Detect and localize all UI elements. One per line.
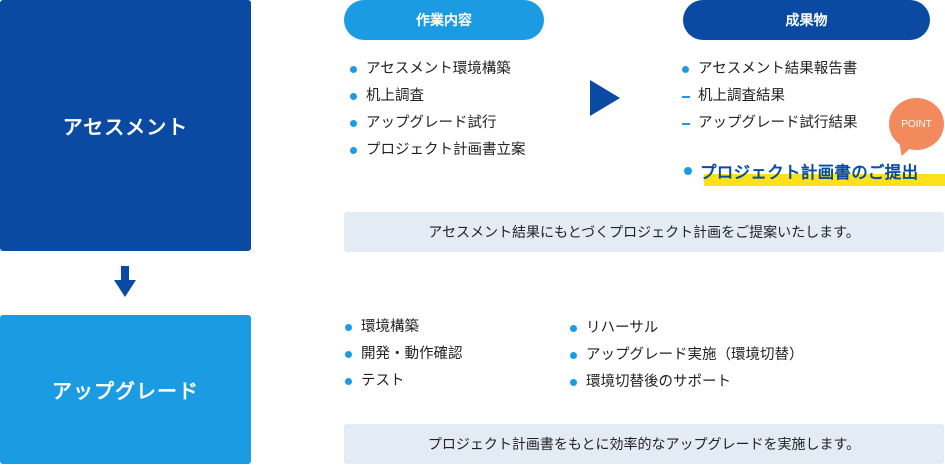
work-item: プロジェクト計画書立案 [346,137,526,164]
upgrade-item: 環境切替後のサポート [566,369,804,396]
upgrade-item-label: テスト [361,373,405,389]
bullet-icon [570,379,577,386]
upgrade-item-list-right: リハーサル アップグレード実施（環境切替） 環境切替後のサポート [566,315,804,396]
upgrade-item: アップグレード実施（環境切替） [566,342,804,369]
upgrade-summary-text: プロジェクト計画書をもとに効率的なアップグレードを実施します。 [427,437,861,453]
bullet-icon [350,147,357,154]
work-item-label: アセスメント環境構築 [366,61,511,77]
bullet-icon [345,324,352,331]
work-item-label: 机上調査 [366,88,424,104]
deliverable-item: アップグレード試行結果 [678,110,858,137]
deliverable-item: アセスメント結果報告書 [678,56,858,83]
upgrade-item-label: リハーサル [586,320,659,336]
bullet-icon [570,325,577,332]
highlight-underline [704,174,945,186]
deliverables-header-label: 成果物 [785,13,828,29]
upgrade-item: リハーサル [566,315,804,342]
point-badge-label: POINT [901,118,932,130]
upgrade-item-label: 開発・動作確認 [361,346,463,362]
highlight-label: プロジェクト計画書のご提出 [700,163,919,182]
stage-assessment-label: アセスメント [62,115,189,139]
upgrade-item: 環境構築 [341,314,463,341]
upgrade-summary: プロジェクト計画書をもとに効率的なアップグレードを実施します。 [344,424,944,464]
right-arrow-icon [590,80,620,116]
work-item-label: アップグレード試行 [366,115,497,131]
stage-upgrade-label: アップグレード [52,379,199,403]
work-header-label: 作業内容 [416,13,472,29]
upgrade-item-list-left: 環境構築 開発・動作確認 テスト [341,314,463,395]
upgrade-item: テスト [341,368,463,395]
upgrade-item: 開発・動作確認 [341,341,463,368]
deliverable-item-label: 机上調査結果 [698,88,785,104]
deliverables-list: アセスメント結果報告書 机上調査結果 アップグレード試行結果 [678,56,858,137]
bullet-icon [682,66,689,73]
bullet-icon [345,378,352,385]
deliverable-item-label: アセスメント結果報告書 [698,61,858,77]
upgrade-item-label: 環境構築 [361,319,419,335]
work-item: アップグレード試行 [346,110,526,137]
dash-icon [682,123,690,125]
deliverable-item: 机上調査結果 [678,83,858,110]
upgrade-item-label: アップグレード実施（環境切替） [586,347,804,363]
deliverable-item-label: アップグレード試行結果 [698,115,858,131]
stage-upgrade: アップグレード [0,315,251,464]
point-badge: POINT [889,98,944,150]
dash-icon [682,96,690,98]
bullet-icon [570,352,577,359]
bullet-icon [345,351,352,358]
work-item-list: アセスメント環境構築 机上調査 アップグレード試行 プロジェクト計画書立案 [346,56,526,164]
bullet-icon [350,120,357,127]
assessment-summary-text: アセスメント結果にもとづくプロジェクト計画をご提案いたします。 [428,225,860,241]
highlight-deliverable: プロジェクト計画書のご提出 [680,157,945,187]
work-item: アセスメント環境構築 [346,56,526,83]
assessment-summary: アセスメント結果にもとづくプロジェクト計画をご提案いたします。 [344,212,944,252]
bullet-icon [350,66,357,73]
work-item-label: プロジェクト計画書立案 [366,142,526,158]
deliverables-header: 成果物 [683,0,930,40]
work-header: 作業内容 [344,0,544,40]
upgrade-item-label: 環境切替後のサポート [586,374,731,390]
bullet-icon [684,167,692,175]
work-item: 机上調査 [346,83,526,110]
bullet-icon [350,93,357,100]
down-arrow-icon [114,266,136,298]
stage-assessment: アセスメント [0,0,251,251]
